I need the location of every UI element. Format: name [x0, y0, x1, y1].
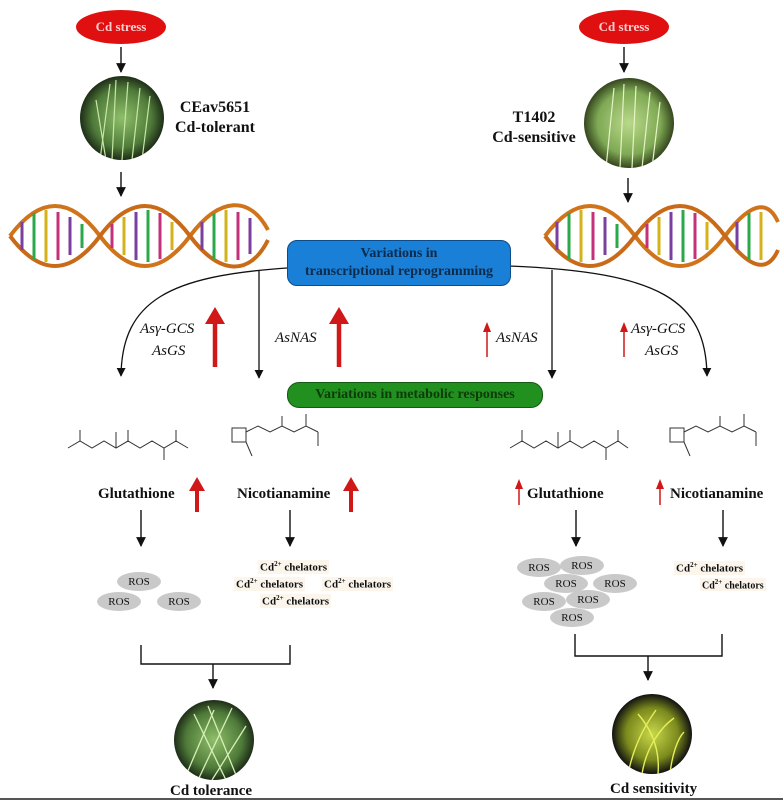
glutathione-structure-right-icon [509, 430, 629, 460]
cultivar-left-phenotype: Cd-tolerant [175, 119, 255, 136]
cd-chelators-label: Cd2+ chelators [700, 578, 766, 592]
nicotianamine-left-label: Nicotianamine [237, 486, 331, 502]
cd-tolerance-label: Cd tolerance [170, 783, 253, 799]
glutathione-left-label: Glutathione [98, 486, 175, 502]
upregulation-arrow-large [205, 307, 225, 367]
ros-bubble: ROS [522, 592, 566, 611]
transcription-line-2: transcriptional reprogramming [304, 264, 494, 279]
cd-tolerance-plant-image [174, 700, 254, 780]
dna-helix-right-icon [543, 204, 780, 268]
element-cd: Cd [324, 578, 339, 591]
glutathione-up-arrow-left [189, 477, 205, 512]
ros-bubble: ROS [560, 556, 604, 575]
ros-bubble: ROS [97, 592, 141, 611]
plant-sensitive-icon [584, 78, 674, 168]
ion-charge: 2+ [276, 594, 284, 602]
chelators-text: chelators [348, 578, 392, 591]
ros-bubble: ROS [517, 558, 561, 577]
ros-bubble: ROS [157, 592, 201, 611]
cd-sensitivity-label: Cd sensitivity [610, 781, 698, 797]
nicotianamine-structure-right-icon [669, 414, 757, 457]
metabolic-responses-box: Variations in metabolic responses [287, 382, 543, 408]
chelators-text: chelators [260, 578, 304, 591]
plant-tolerant-icon [80, 76, 164, 160]
dna-helix-left-icon [8, 203, 270, 269]
ion-charge: 2+ [250, 577, 258, 585]
cd-chelators-label: Cd2+ chelators [674, 561, 746, 575]
branch-arrow-far-left [116, 267, 288, 377]
glutathione-right-label: Glutathione [527, 486, 604, 502]
ros-bubble: ROS [566, 590, 610, 609]
nicotianamine-up-arrow-left [343, 477, 359, 512]
cultivar-right-phenotype: Cd-sensitive [492, 129, 576, 146]
gene-asnas-right: AsNAS [496, 330, 538, 346]
element-cd: Cd [236, 578, 251, 591]
cd-sensitivity-plant-image [612, 694, 692, 774]
cultivar-left-name: CEav5651 [179, 99, 251, 116]
gene-asnas-left: AsNAS [275, 330, 317, 346]
gene-asgs-right: AsGS [645, 343, 679, 359]
ros-bubble: ROS [117, 572, 161, 591]
element-cd: Cd [676, 562, 691, 575]
gene-asy-gcs-right: Asγ-GCS [631, 321, 686, 337]
transcriptional-reprogramming-box: Variations in transcriptional reprogramm… [287, 240, 511, 286]
cultivar-left: CEav5651 Cd-tolerant [168, 98, 262, 138]
ion-charge: 2+ [714, 578, 723, 586]
cd-tolerant-plant-image [80, 76, 164, 160]
nicotianamine-structure-left-icon [231, 414, 319, 457]
cd-chelators-label: Cd2+ chelators [258, 560, 330, 574]
chelators-text: chelators [724, 580, 764, 592]
transcription-line-1: Variations in [360, 246, 438, 261]
branch-arrow-far-right [508, 265, 712, 377]
ion-charge: 2+ [338, 577, 346, 585]
cd-stress-right-label: Cd stress [579, 10, 669, 44]
ros-bubble: ROS [544, 574, 588, 593]
upregulation-arrow-large [329, 307, 349, 367]
chelators-text: chelators [284, 561, 328, 574]
chelators-text: chelators [700, 562, 744, 575]
upregulation-arrow-small [620, 322, 628, 357]
cd-chelators-label: Cd2+ chelators [260, 594, 332, 608]
element-cd: Cd [262, 595, 277, 608]
gene-asy-gcs-left: Asγ-GCS [140, 321, 195, 337]
ros-bubble: ROS [593, 574, 637, 593]
nicotianamine-right-label: Nicotianamine [670, 486, 764, 502]
ion-charge: 2+ [274, 560, 282, 568]
merge-bracket-right [574, 634, 723, 657]
gene-set-left-outer: Asγ-GCS AsGS [140, 318, 194, 362]
gene-asgs-left: AsGS [152, 343, 186, 359]
ion-charge: 2+ [690, 561, 698, 569]
glutathione-up-arrow-right [515, 479, 523, 505]
cd-sensitive-plant-image [584, 78, 674, 168]
plant-sensitivity-icon [612, 694, 692, 774]
cd-chelators-label: Cd2+ chelators [234, 577, 306, 591]
element-cd: Cd [702, 580, 715, 592]
cultivar-right: T1402 Cd-sensitive [484, 108, 584, 148]
cd-stress-left-label: Cd stress [76, 10, 166, 44]
cd-chelators-label: Cd2+ chelators [322, 577, 394, 591]
merge-bracket-left [140, 645, 291, 665]
plant-tolerance-icon [174, 700, 254, 780]
upregulation-arrow-small [483, 322, 491, 357]
nicotianamine-up-arrow-right [656, 479, 664, 505]
chelators-text: chelators [286, 595, 330, 608]
ros-bubble: ROS [550, 608, 594, 627]
cultivar-right-name: T1402 [512, 109, 556, 126]
element-cd: Cd [260, 561, 275, 574]
glutathione-structure-left-icon [67, 430, 189, 460]
gene-set-right-outer: Asγ-GCS AsGS [631, 318, 685, 362]
